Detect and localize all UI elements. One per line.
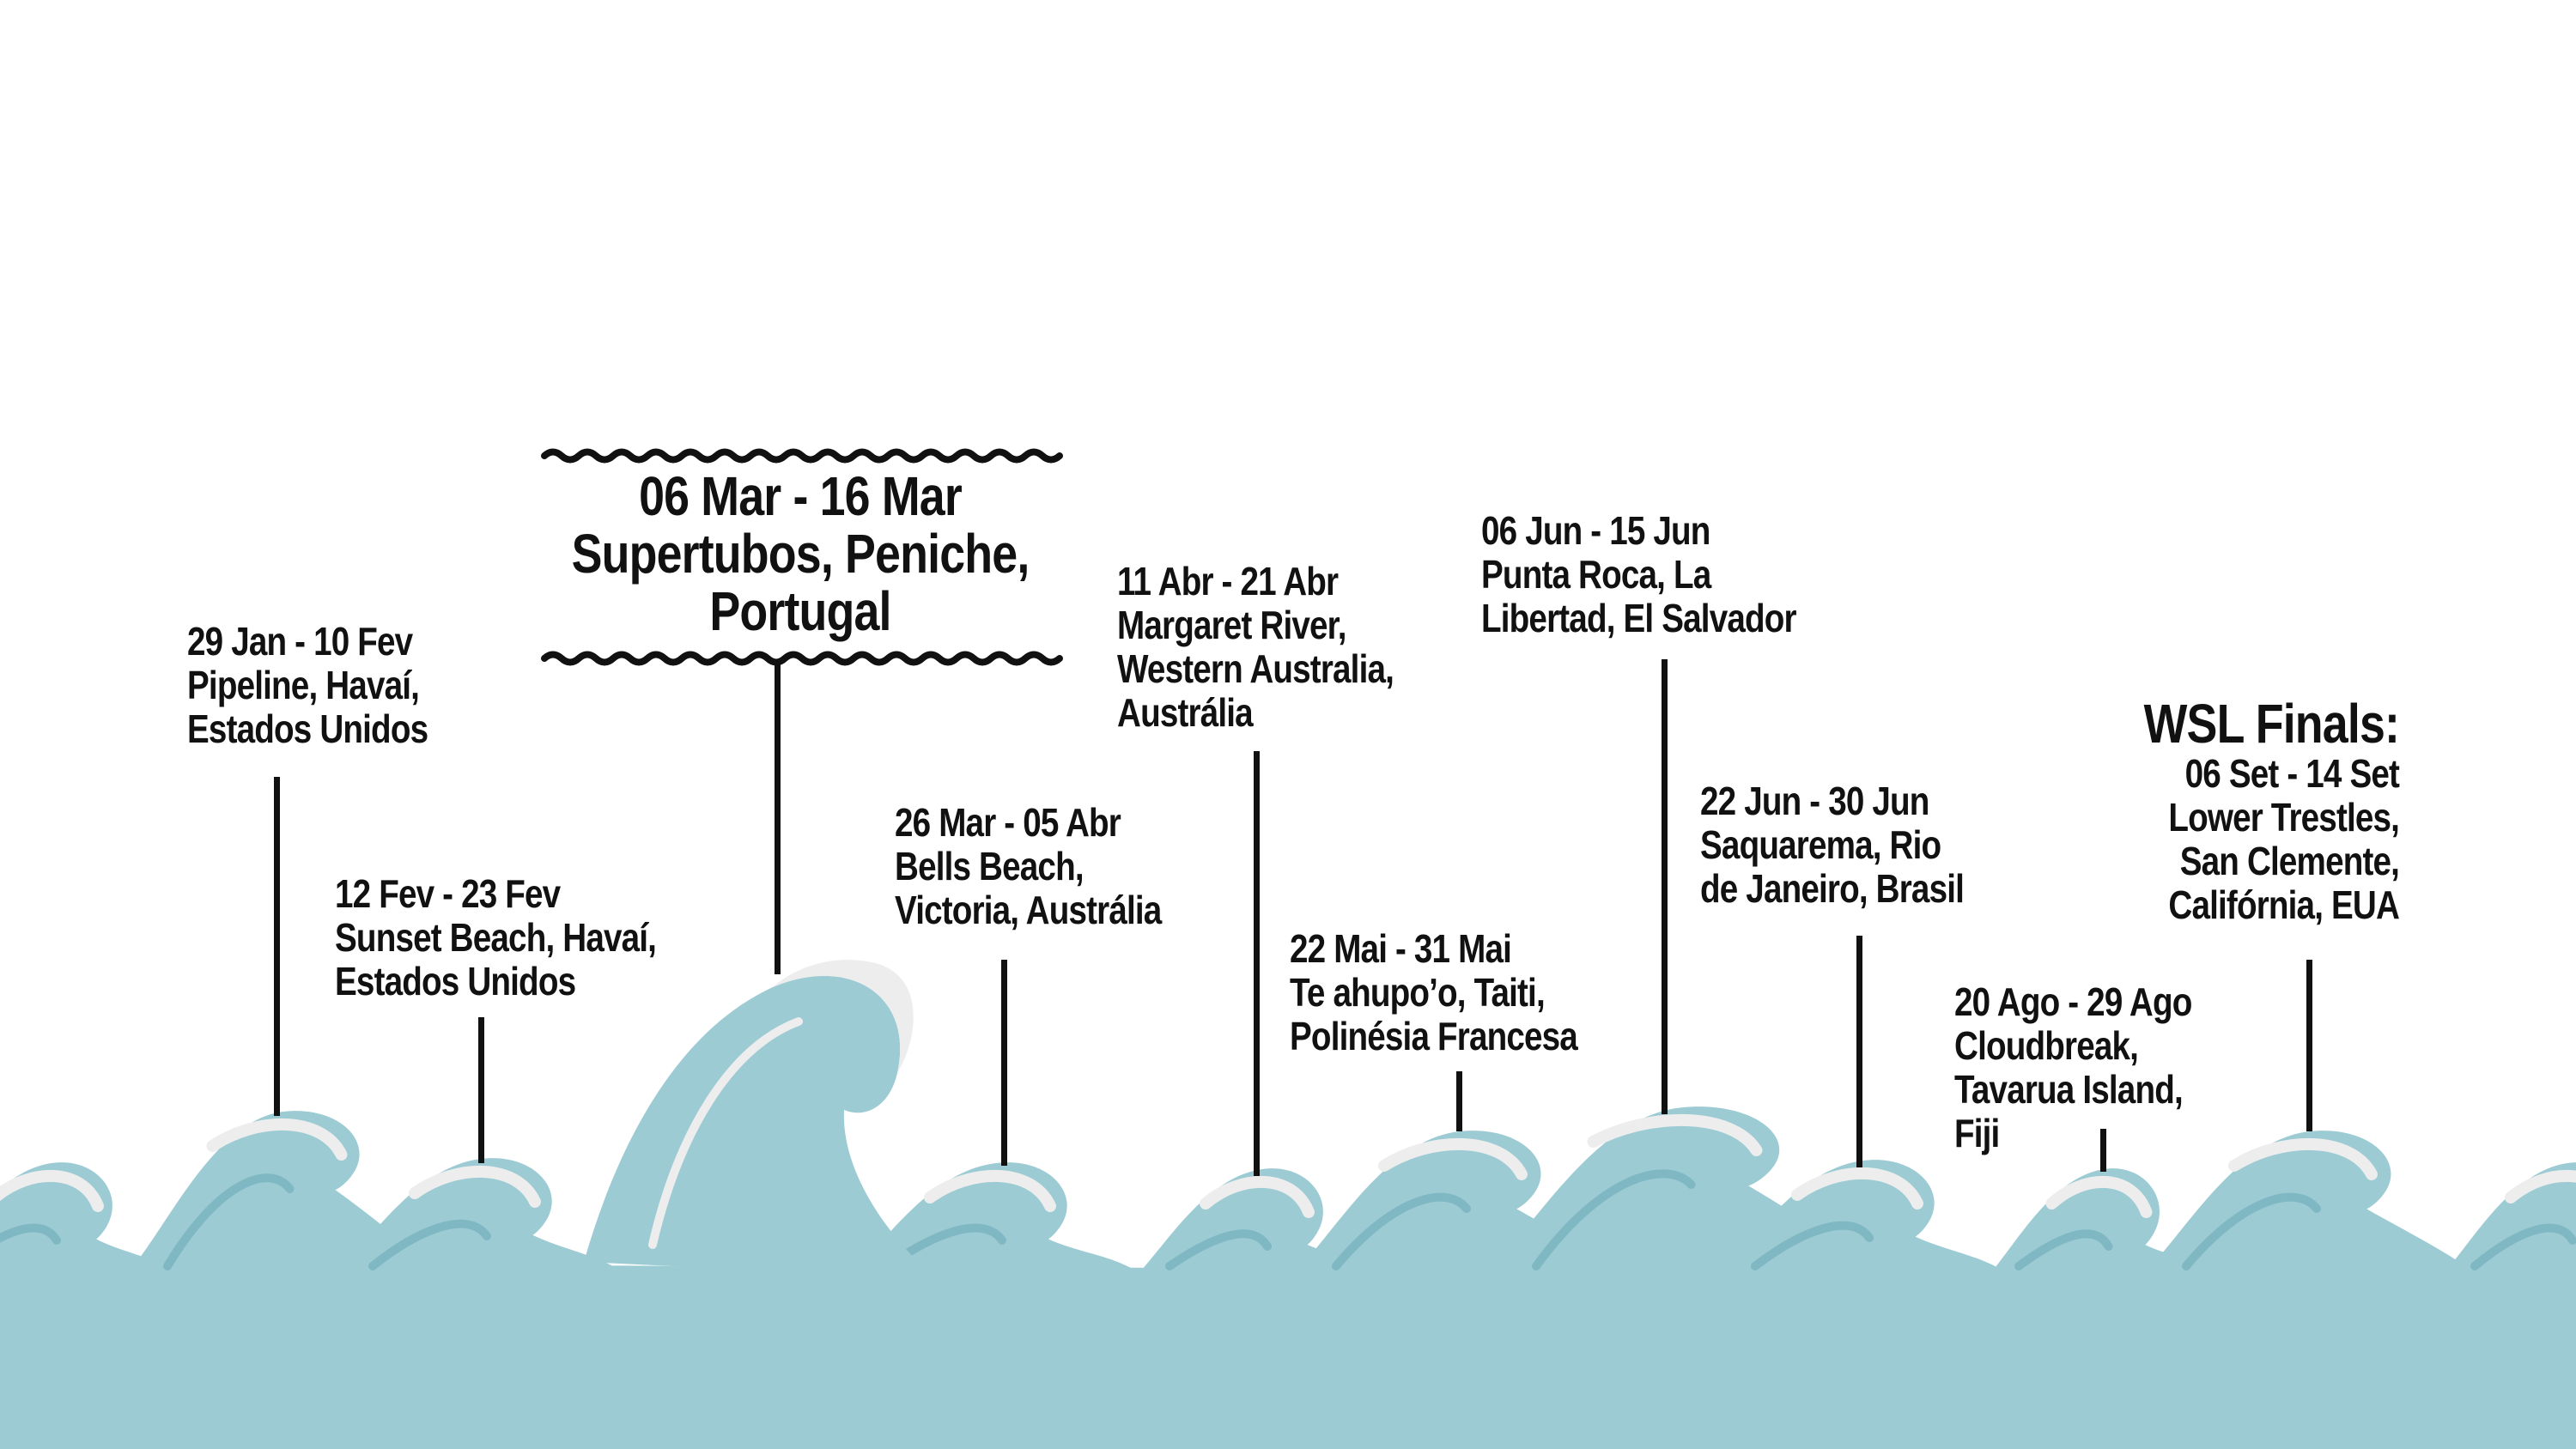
event-teahupoo: 22 Mai - 31 Mai Te ahupo’o, Taiti, Polin…: [1290, 926, 1578, 1058]
wave-shade: [368, 1219, 491, 1270]
event-pipeline: 29 Jan - 10 Fev Pipeline, Havaí, Estados…: [187, 620, 428, 751]
big-wave: [584, 975, 936, 1279]
pole-cloudbreak: [2100, 1129, 2106, 1172]
wave-foam: [1587, 1113, 1763, 1156]
event-location-line: Saquarema, Rio: [1700, 822, 1941, 867]
event-bells: 26 Mar - 05 Abr Bells Beach, Victoria, A…: [895, 800, 1162, 932]
event-location-line: Te ahupo’o, Taiti,: [1290, 970, 1546, 1015]
event-location-line: Supertubos, Peniche,: [571, 523, 1030, 585]
event-sunset: 12 Fev - 23 Fev Sunset Beach, Havaí, Est…: [335, 871, 657, 1003]
event-location-line: Pipeline, Havaí,: [187, 663, 420, 707]
event-date: 22 Jun - 30 Jun: [1700, 779, 1929, 823]
pole-peniche: [775, 661, 781, 974]
wave-foam: [409, 1166, 541, 1208]
sea-body: [0, 1265, 2576, 1449]
big-wave-foam: [773, 960, 914, 1073]
event-date: 06 Mar - 16 Mar: [639, 465, 963, 527]
event-date: 26 Mar - 05 Abr: [895, 800, 1121, 845]
wave-shade: [1532, 1169, 1696, 1270]
event-location-line: Bells Beach,: [895, 844, 1084, 888]
wave-foam: [2228, 1137, 2378, 1180]
event-location-line: Libertad, El Salvador: [1481, 596, 1797, 640]
event-location-line: Cloudbreak,: [1954, 1023, 2139, 1068]
event-date: 29 Jan - 10 Fev: [187, 619, 413, 664]
event-date: 12 Fev - 23 Fev: [335, 871, 561, 916]
event-finals: WSL Finals: 06 Set - 14 Set Lower Trestl…: [2143, 693, 2400, 927]
waves-group: [0, 960, 2576, 1449]
event-location-line: San Clemente,: [2179, 839, 2400, 883]
event-location-line: Sunset Beach, Havaí,: [335, 915, 657, 960]
event-location-line: Polinésia Francesa: [1290, 1014, 1578, 1058]
event-location-line: Punta Roca, La: [1481, 552, 1711, 597]
event-date: 20 Ago - 29 Ago: [1954, 979, 2192, 1024]
event-location-line: Estados Unidos: [335, 959, 576, 1003]
event-peniche: 06 Mar - 16 Mar Supertubos, Peniche, Por…: [565, 468, 1036, 640]
wave-foam: [1378, 1137, 1528, 1180]
event-location-line: Estados Unidos: [187, 706, 428, 751]
event-margaret: 11 Abr - 21 Abr Margaret River, Western …: [1117, 560, 1394, 735]
pole-margaret: [1254, 751, 1260, 1176]
wave-crest: [0, 1162, 185, 1283]
pole-finals: [2306, 960, 2312, 1131]
event-location-line: Fiji: [1954, 1111, 2000, 1155]
event-location-line: de Janeiro, Brasil: [1700, 866, 1965, 911]
pole-teahupoo: [1456, 1071, 1462, 1131]
event-location-line: Victoria, Austrália: [895, 888, 1162, 932]
event-location-line: Lower Trestles,: [2168, 795, 2400, 840]
wave-foam: [1200, 1175, 1315, 1218]
pole-pipeline: [274, 777, 280, 1116]
wave-foam: [924, 1170, 1056, 1212]
wave-foam: [206, 1119, 348, 1161]
event-location-line: Portugal: [709, 580, 891, 642]
event-location-line: Tavarua Island,: [1954, 1067, 2184, 1112]
event-date: 06 Jun - 15 Jun: [1481, 508, 1710, 553]
event-location-line: Califórnia, EUA: [2168, 882, 2399, 927]
big-wave-line: [648, 1017, 803, 1249]
wave-foam: [0, 1169, 104, 1212]
pole-puntaroca: [1662, 659, 1668, 1114]
pole-sunset: [478, 1017, 484, 1163]
wave-crest: [840, 1162, 1152, 1283]
wave-shade: [163, 1173, 295, 1270]
wave-shade: [2014, 1229, 2113, 1270]
event-location-line: Austrália: [1117, 690, 1254, 735]
wave-crest: [325, 1158, 637, 1283]
event-date: 11 Abr - 21 Abr: [1117, 559, 1339, 603]
wave-shade: [1165, 1229, 1272, 1270]
wave-shade: [0, 1223, 61, 1245]
wave-crest: [2433, 1162, 2576, 1283]
event-date: 06 Set - 14 Set: [2184, 751, 2400, 796]
wave-foam: [2045, 1175, 2153, 1218]
event-saquarema: 22 Jun - 30 Jun Saquarema, Rio de Janeir…: [1700, 779, 1965, 911]
wave-foam: [1791, 1167, 1923, 1210]
event-location-line: Margaret River,: [1117, 603, 1346, 647]
pole-saquarema: [1856, 936, 1862, 1167]
wave-shade: [2182, 1192, 2321, 1270]
event-cloudbreak: 20 Ago - 29 Ago Cloudbreak, Tavarua Isla…: [1954, 980, 2192, 1155]
wave-shade: [1751, 1221, 1874, 1270]
finals-heading: WSL Finals:: [2143, 693, 2400, 755]
pole-bells: [1001, 960, 1007, 1166]
event-date: 22 Mai - 31 Mai: [1290, 926, 1512, 971]
wave-shade: [1332, 1192, 1471, 1270]
wave-foam: [2505, 1169, 2576, 1203]
event-location-line: Western Australia,: [1117, 646, 1394, 691]
wave-shade: [2470, 1223, 2576, 1270]
wave-crest: [1707, 1160, 2020, 1283]
event-puntaroca: 06 Jun - 15 Jun Punta Roca, La Libertad,…: [1481, 508, 1797, 640]
